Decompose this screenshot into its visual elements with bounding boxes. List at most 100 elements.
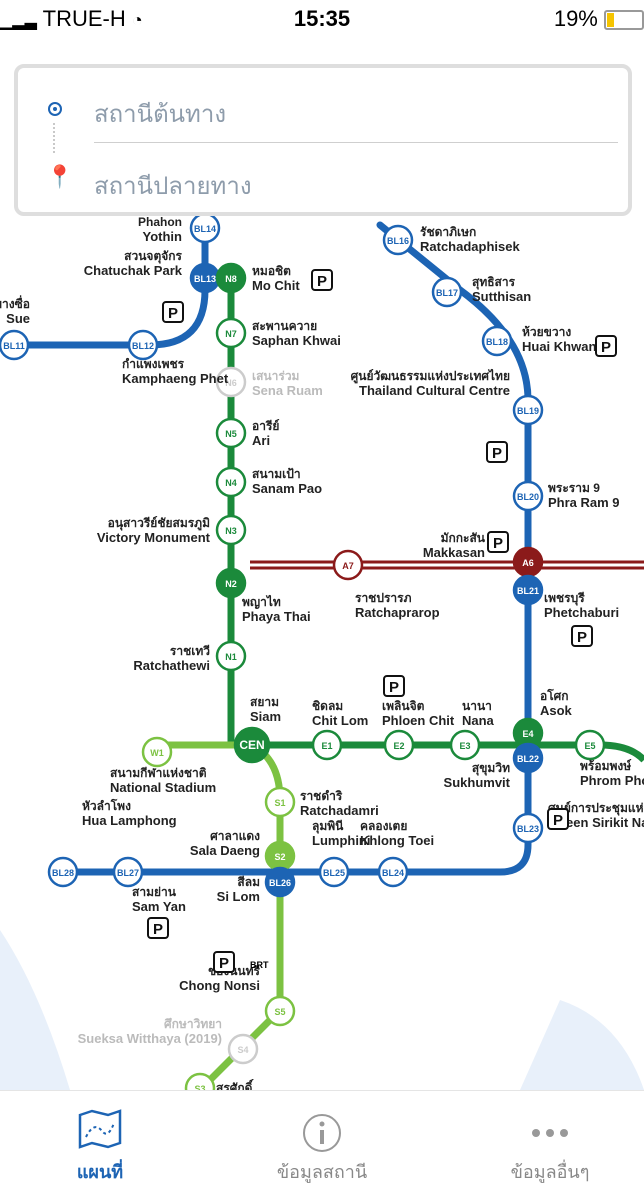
parking-label: P bbox=[168, 305, 178, 322]
station-marker-bl19[interactable] bbox=[512, 394, 544, 426]
station-marker-s1[interactable] bbox=[264, 786, 296, 818]
station-label-en: Sena Ruam bbox=[252, 383, 323, 398]
station-label-en: Phra Ram 9 bbox=[548, 495, 620, 510]
parking-label: P bbox=[317, 273, 327, 290]
station-code: S5 bbox=[274, 1007, 285, 1017]
station-label-en: Saphan Khwai bbox=[252, 333, 341, 348]
station-label-th: ห้วยขวาง bbox=[522, 325, 571, 339]
station-label-en: Ratchaprarop bbox=[355, 605, 440, 620]
station-code: BL23 bbox=[517, 824, 539, 834]
parking-icon bbox=[571, 625, 593, 647]
station-marker-bl16[interactable] bbox=[382, 224, 414, 256]
station-label-en: Phetchaburi bbox=[544, 605, 619, 620]
station-label-en: Makkasan bbox=[423, 545, 485, 560]
station-marker-a7[interactable] bbox=[332, 549, 364, 581]
parking-label: P bbox=[577, 629, 587, 646]
station-marker-n7[interactable] bbox=[215, 317, 247, 349]
station-code: N5 bbox=[225, 429, 237, 439]
station-marker-bl27[interactable] bbox=[112, 856, 144, 888]
station-marker-n1[interactable] bbox=[215, 640, 247, 672]
station-label-en: Siam bbox=[250, 709, 281, 724]
station-label-th: หมอชิต bbox=[252, 264, 291, 278]
station-label-th: มักกะสัน bbox=[441, 531, 486, 545]
station-marker-e5[interactable] bbox=[574, 729, 606, 761]
station-label-th: อนุสาวรีย์ชัยสมรภูมิ bbox=[108, 516, 210, 531]
station-marker-s5[interactable] bbox=[264, 995, 296, 1027]
parking-icon bbox=[162, 301, 184, 323]
station-label-en: Kamphaeng Phet bbox=[122, 371, 229, 386]
parking-label: P bbox=[389, 679, 399, 696]
station-marker-bl25[interactable] bbox=[318, 856, 350, 888]
brt-label: BRT bbox=[250, 960, 269, 970]
station-marker-w1[interactable] bbox=[141, 736, 173, 768]
station-marker-s4[interactable] bbox=[227, 1033, 259, 1065]
station-label-en: Huai Khwang bbox=[522, 339, 604, 354]
water-area bbox=[0, 930, 70, 1090]
station-marker-e2[interactable] bbox=[383, 729, 415, 761]
station-marker-bl17[interactable] bbox=[431, 276, 463, 308]
station-marker-s3[interactable] bbox=[184, 1072, 216, 1090]
destination-input[interactable]: สถานีปลายทาง bbox=[94, 173, 252, 200]
station-marker-bl21[interactable] bbox=[512, 574, 544, 606]
station-marker-bl22[interactable] bbox=[512, 742, 544, 774]
tab-map-label: แผนที่ bbox=[76, 1162, 124, 1182]
station-label-th: ราชปรารภ bbox=[355, 591, 412, 605]
parking-icon bbox=[486, 441, 508, 463]
station-code: BL28 bbox=[52, 868, 74, 878]
station-label-th: ศาลาแดง bbox=[210, 829, 260, 843]
station-label-en: Sue bbox=[6, 311, 30, 326]
station-label-en: Lumphini bbox=[312, 833, 371, 848]
station-label-en: Asok bbox=[540, 703, 573, 718]
station-marker-n5[interactable] bbox=[215, 417, 247, 449]
station-label-th: อารีย์ bbox=[252, 419, 279, 433]
parking-label: P bbox=[492, 445, 502, 462]
station-code: CEN bbox=[239, 738, 264, 752]
parking-icon bbox=[487, 531, 509, 553]
station-label-th: พญาไท bbox=[242, 594, 281, 609]
station-marker-bl12[interactable] bbox=[127, 329, 159, 361]
station-label-en: Si Lom bbox=[217, 889, 260, 904]
station-marker-bl11[interactable] bbox=[0, 329, 30, 361]
station-marker-e1[interactable] bbox=[311, 729, 343, 761]
station-marker-n2[interactable] bbox=[215, 567, 247, 599]
station-label-th: พระราม 9 bbox=[548, 481, 600, 495]
station-marker-n3[interactable] bbox=[215, 514, 247, 546]
parking-icon bbox=[311, 269, 333, 291]
info-icon bbox=[303, 1114, 341, 1152]
station-label-en: Sueksa Witthaya (2019) bbox=[78, 1031, 222, 1046]
station-marker-bl23[interactable] bbox=[512, 812, 544, 844]
station-label-th: สุขุมวิท bbox=[472, 761, 510, 776]
station-code: BL24 bbox=[382, 868, 404, 878]
parking-icon bbox=[595, 335, 617, 357]
parking-icon bbox=[547, 808, 569, 830]
station-marker-bl20[interactable] bbox=[512, 480, 544, 512]
station-marker-e3[interactable] bbox=[449, 729, 481, 761]
station-label-en: Sanam Pao bbox=[252, 481, 322, 496]
station-code: BL14 bbox=[194, 224, 216, 234]
station-label-th: รัชดาภิเษก bbox=[420, 225, 476, 239]
origin-input[interactable]: สถานีต้นทาง bbox=[94, 101, 227, 128]
tab-more-info[interactable]: ข้อมูลอื่นๆ bbox=[490, 1091, 610, 1183]
tab-station-info[interactable]: ข้อมูลสถานี bbox=[262, 1091, 382, 1183]
station-label-th: สุทธิสาร bbox=[472, 275, 516, 290]
water-area bbox=[520, 1000, 644, 1090]
station-code: A7 bbox=[342, 561, 354, 571]
station-code: S4 bbox=[237, 1045, 248, 1055]
tab-map[interactable]: แผนที่ bbox=[40, 1091, 160, 1183]
signal-icon: ▁▂▃ bbox=[0, 13, 37, 30]
station-marker-n8[interactable] bbox=[215, 262, 247, 294]
station-marker-cen[interactable] bbox=[233, 726, 271, 764]
station-label-th: ศูนย์วัฒนธรรมแห่งประเทศไทย bbox=[351, 368, 510, 384]
station-marker-bl18[interactable] bbox=[481, 325, 513, 357]
parking-icon bbox=[383, 675, 405, 697]
origin-dot-icon bbox=[48, 102, 62, 116]
tab-bar: แผนที่ ข้อมูลสถานี ข้อมูลอื่นๆ bbox=[0, 1090, 644, 1183]
station-marker-bl28[interactable] bbox=[47, 856, 79, 888]
station-label-th: สีลม bbox=[237, 875, 260, 889]
station-marker-n6[interactable] bbox=[215, 366, 247, 398]
station-marker-bl26[interactable] bbox=[264, 866, 296, 898]
station-marker-bl24[interactable] bbox=[377, 856, 409, 888]
station-marker-n4[interactable] bbox=[215, 466, 247, 498]
